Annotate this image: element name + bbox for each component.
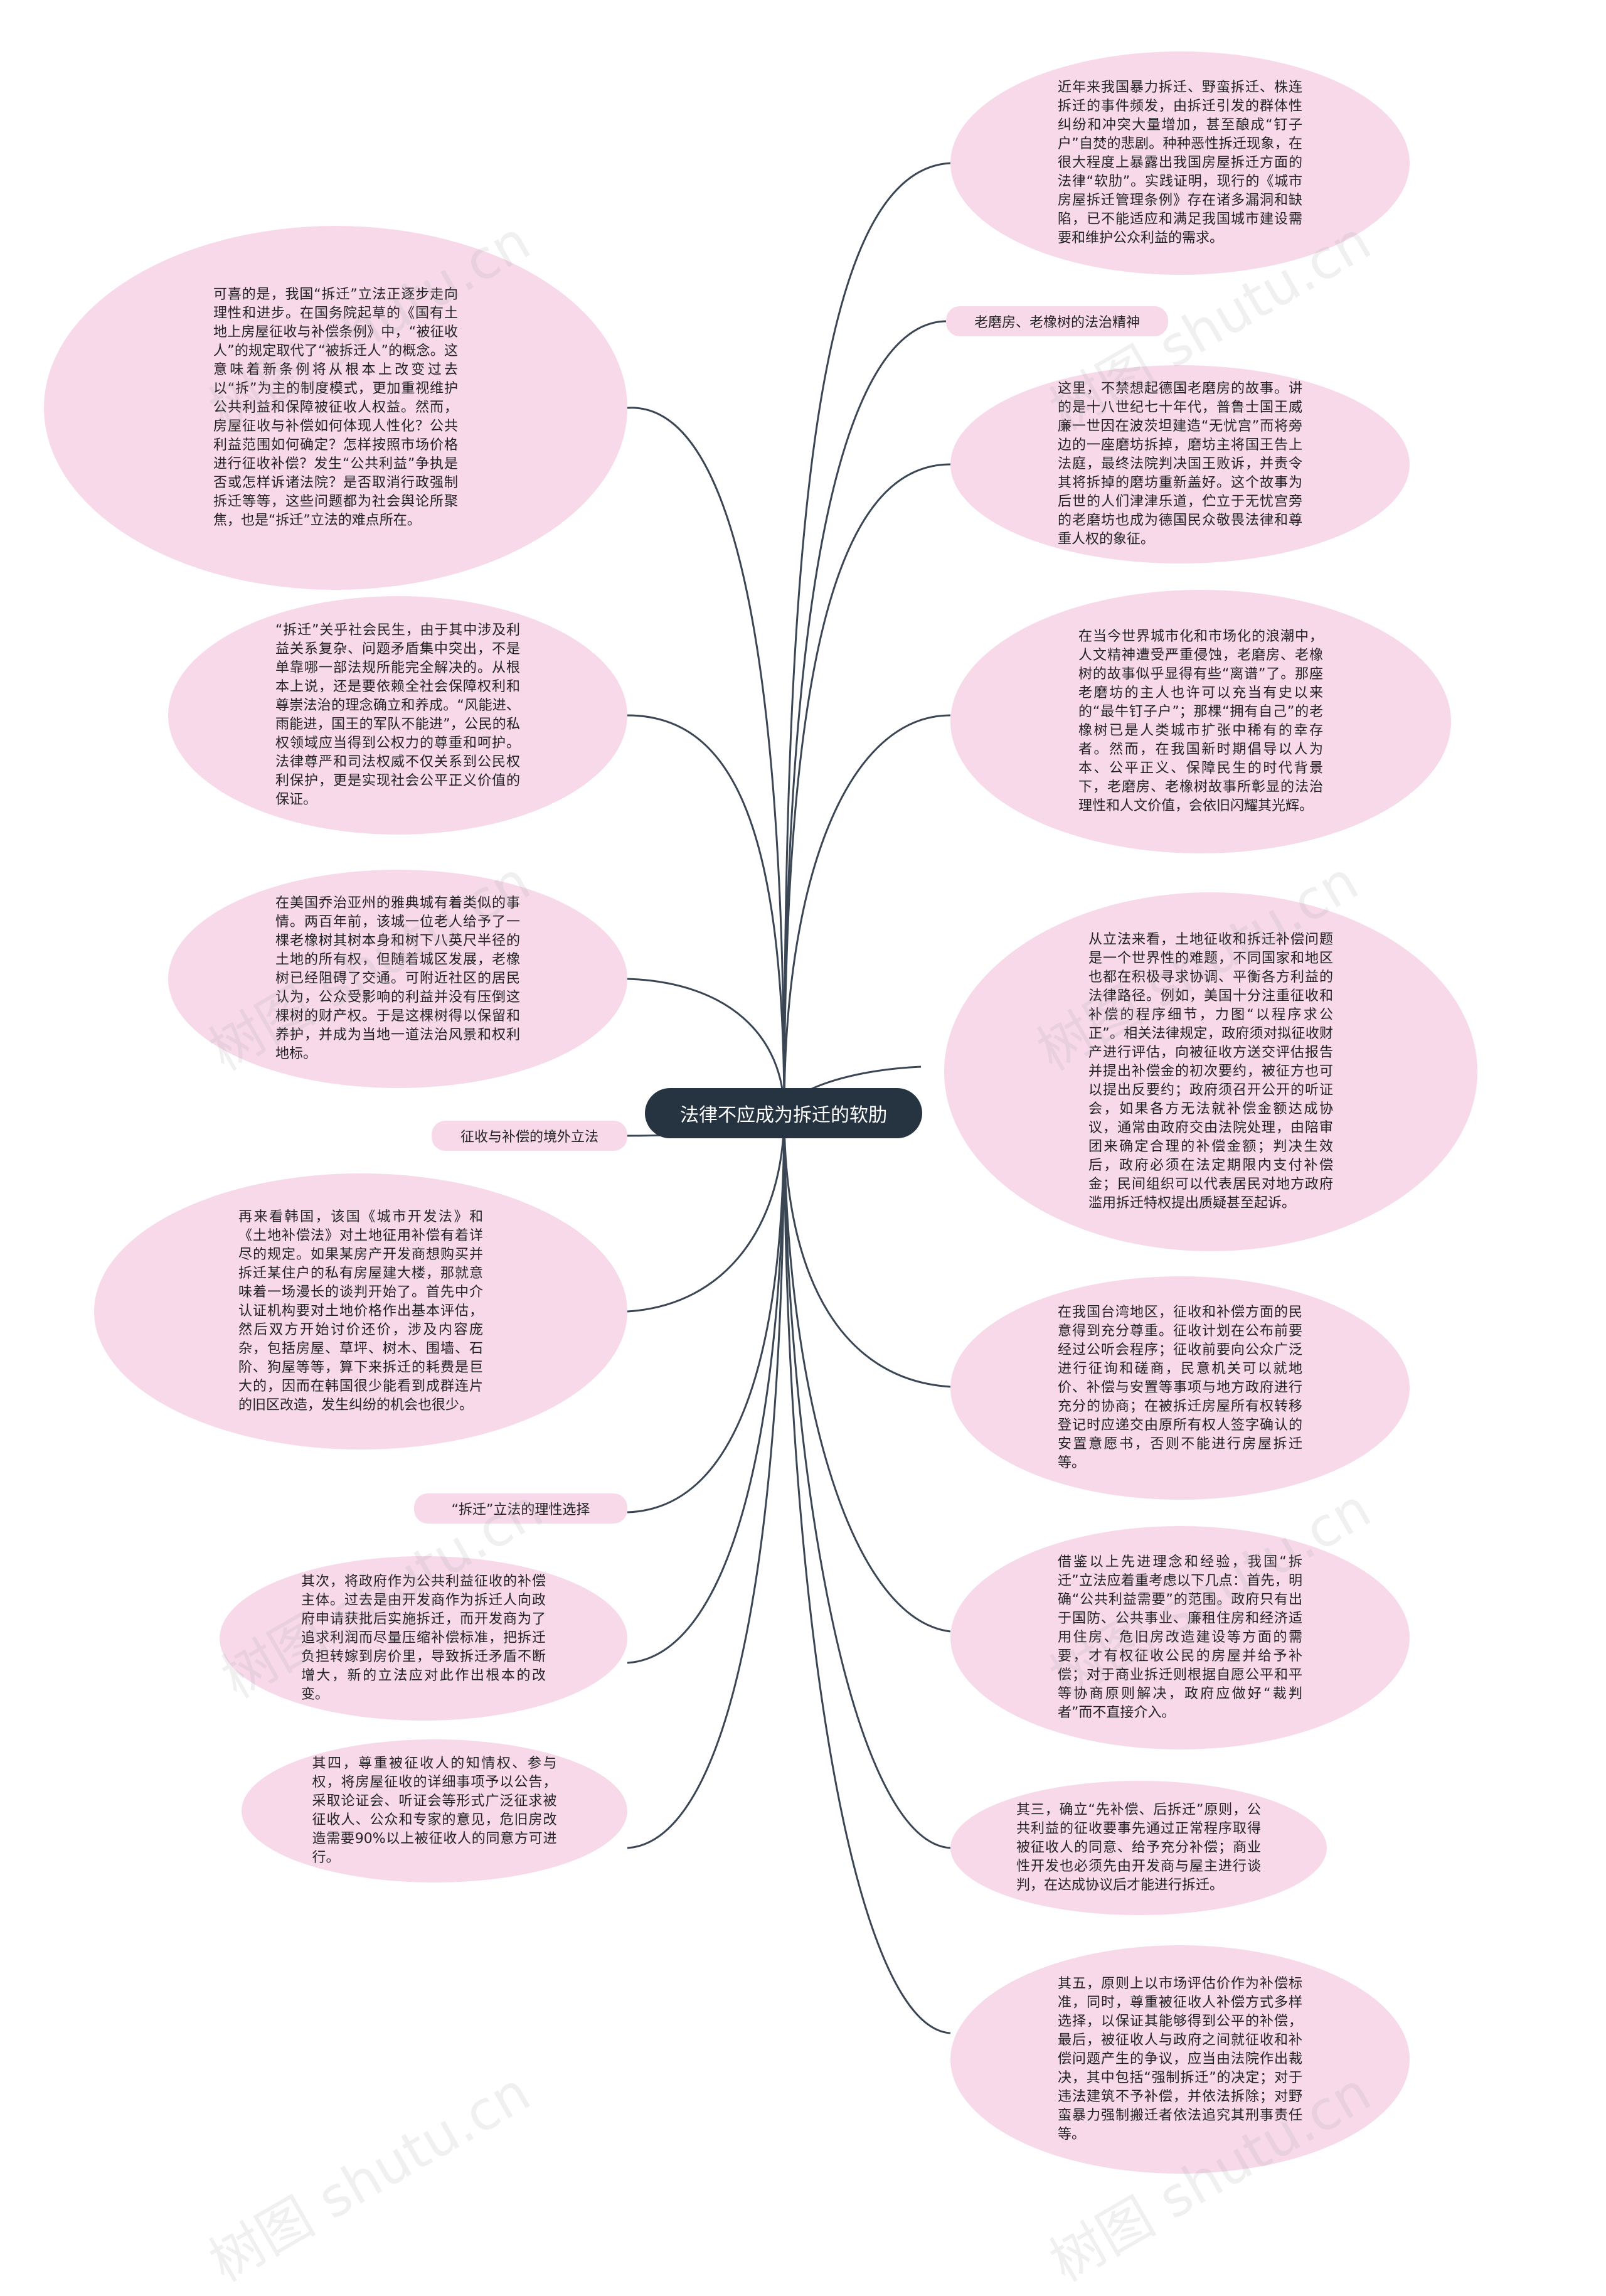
bubble-r3[interactable]: 在当今世界城市化和市场化的浪潮中，人文精神遭受严重侵蚀，老磨房、老橡树的故事似乎… xyxy=(950,590,1451,853)
bubble-r4-text: 从立法来看，土地征收和拆迁补偿问题是一个世界性的难题，不同国家和地区也都在积极寻… xyxy=(1088,932,1333,1211)
bubble-l5-text: 其次，将政府作为公共利益征收的补偿主体。过去是由开发商作为拆迁人向政府申请获批后… xyxy=(301,1574,546,1702)
link-l5 xyxy=(627,1113,785,1313)
link-r8 xyxy=(783,1113,951,1849)
link-l3 xyxy=(627,978,785,1114)
bubble-r6[interactable]: 借鉴以上先进理念和经验，我国“拆迁”立法应着重考虑以下几点：首先，明确“公共利益… xyxy=(950,1526,1410,1749)
label-veteran-spirit[interactable]: 老磨房、老橡树的法治精神 xyxy=(946,306,1168,336)
link-r6 xyxy=(783,1113,951,1388)
bubble-r5[interactable]: 在我国台湾地区，征收和补偿方面的民意得到充分尊重。征收计划在公布前要经过公听会程… xyxy=(950,1276,1410,1500)
bubble-l2[interactable]: “拆迁”关乎社会民生，由于其中涉及利益关系复杂、问题矛盾集中突出，不是单靠哪一部… xyxy=(168,596,627,835)
bubble-r2-text: 这里，不禁想起德国老磨房的故事。讲的是十八世纪七十年代，普鲁士国王威廉一世因在波… xyxy=(1058,381,1302,547)
central-topic[interactable]: 法律不应成为拆迁的软肋 xyxy=(645,1088,922,1138)
bubble-l3-text: 在美国乔治亚州的雅典城有着类似的事情。两百年前，该城一位老人给予了一棵老橡树其树… xyxy=(275,895,520,1062)
bubble-r4[interactable]: 从立法来看，土地征收和拆迁补偿问题是一个世界性的难题，不同国家和地区也都在积极寻… xyxy=(944,892,1477,1251)
link-l6 xyxy=(627,1113,785,1514)
bubble-r8[interactable]: 其五，原则上以市场评估价作为补偿标准，同时，尊重被征收人补偿方式多样选择，以保证… xyxy=(950,1945,1410,2174)
link-l2 xyxy=(627,714,785,1114)
link-r2 xyxy=(783,320,945,1114)
bubble-r8-text: 其五，原则上以市场评估价作为补偿标准，同时，尊重被征收人补偿方式多样选择，以保证… xyxy=(1058,1976,1302,2142)
bubble-r7[interactable]: 其三，确立“先补偿、后拆迁”原则，公共利益的征收要事先通过正常程序取得被征收人的… xyxy=(950,1781,1327,1915)
label-overseas-legislation[interactable]: 征收与补偿的境外立法 xyxy=(432,1121,627,1151)
bubble-r1[interactable]: 近年来我国暴力拆迁、野蛮拆迁、株连拆迁的事件频发，由拆迁引发的群体性纠纷和冲突大… xyxy=(950,51,1410,275)
link-r1 xyxy=(783,162,951,1114)
bubble-l3[interactable]: 在美国乔治亚州的雅典城有着类似的事情。两百年前，该城一位老人给予了一棵老橡树其树… xyxy=(168,870,627,1088)
bubble-r3-text: 在当今世界城市化和市场化的浪潮中，人文精神遭受严重侵蚀，老磨房、老橡树的故事似乎… xyxy=(1078,629,1323,814)
bubble-l4-text: 再来看韩国，该国《城市开发法》和《土地补偿法》对土地征用补偿有着详尽的规定。如果… xyxy=(238,1209,483,1413)
link-r7 xyxy=(783,1113,951,1633)
bubble-l5[interactable]: 其次，将政府作为公共利益征收的补偿主体。过去是由开发商作为拆迁人向政府申请获批后… xyxy=(220,1556,627,1721)
bubble-l2-text: “拆迁”关乎社会民生，由于其中涉及利益关系复杂、问题矛盾集中突出，不是单靠哪一部… xyxy=(275,622,520,808)
bubble-r2[interactable]: 这里，不禁想起德国老磨房的故事。讲的是十八世纪七十年代，普鲁士国王威廉一世因在波… xyxy=(950,365,1410,563)
bubble-r1-text: 近年来我国暴力拆迁、野蛮拆迁、株连拆迁的事件频发，由拆迁引发的群体性纠纷和冲突大… xyxy=(1058,80,1302,246)
bubble-r6-text: 借鉴以上先进理念和经验，我国“拆迁”立法应着重考虑以下几点：首先，明确“公共利益… xyxy=(1058,1554,1302,1721)
bubble-l6[interactable]: 其四，尊重被征收人的知情权、参与权，将房屋征收的详细事项予以公告，采取论证会、听… xyxy=(242,1739,627,1882)
bubble-r5-text: 在我国台湾地区，征收和补偿方面的民意得到充分尊重。征收计划在公布前要经过公听会程… xyxy=(1058,1305,1302,1471)
bubble-l4[interactable]: 再来看韩国，该国《城市开发法》和《土地补偿法》对土地征用补偿有着详尽的规定。如果… xyxy=(94,1173,627,1450)
bubble-l1[interactable]: 可喜的是，我国“拆迁”立法正逐步走向理性和进步。在国务院起草的《国有土地上房屋征… xyxy=(44,226,627,590)
link-l1 xyxy=(627,407,785,1114)
link-l8 xyxy=(627,1113,785,1849)
link-l7 xyxy=(627,1113,785,1664)
label-rational-choice[interactable]: “拆迁”立法的理性选择 xyxy=(414,1493,627,1524)
link-r4 xyxy=(783,714,951,1114)
bubble-l1-text: 可喜的是，我国“拆迁”立法正逐步走向理性和进步。在国务院起草的《国有土地上房屋征… xyxy=(213,287,458,528)
bubble-r7-text: 其三，确立“先补偿、后拆迁”原则，公共利益的征收要事先通过正常程序取得被征收人的… xyxy=(1016,1802,1261,1893)
link-r9 xyxy=(783,1113,951,2034)
bubble-l6-text: 其四，尊重被征收人的知情权、参与权，将房屋征收的详细事项予以公告，采取论证会、听… xyxy=(312,1756,557,1866)
link-r3 xyxy=(783,463,951,1114)
